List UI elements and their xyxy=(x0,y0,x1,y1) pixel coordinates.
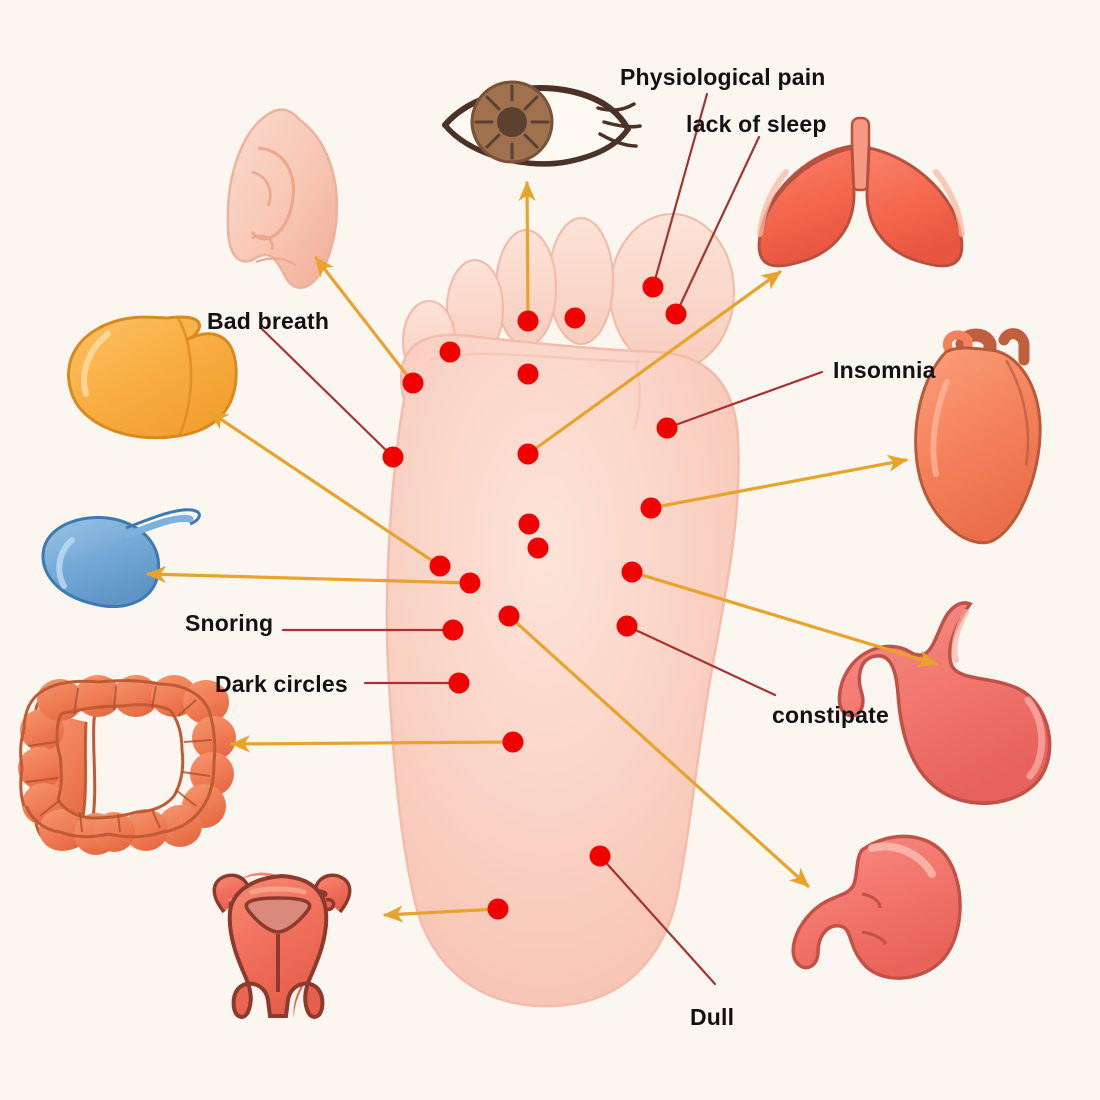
connector-c-ear xyxy=(314,256,415,385)
gallbladder-illustration xyxy=(41,508,201,608)
connector-l-insomnia xyxy=(665,370,824,430)
heart-illustration xyxy=(914,328,1042,545)
reflex-point-layer xyxy=(382,276,687,920)
label-bad-breath: Bad breath xyxy=(207,308,330,334)
connector-layer xyxy=(146,92,938,986)
label-lack-of-sleep: lack of sleep xyxy=(686,111,827,137)
label-insomnia: Insomnia xyxy=(833,357,936,383)
reflex-point[interactable] xyxy=(640,497,662,519)
uterus-illustration xyxy=(212,872,352,1019)
reflex-point[interactable] xyxy=(665,303,687,325)
foot-sole xyxy=(385,333,740,1008)
label-constipate: constipate xyxy=(772,702,890,728)
connector-l-physiological xyxy=(651,92,709,289)
connector-c-heart xyxy=(649,454,908,510)
label-snoring: Snoring xyxy=(185,610,274,636)
reflex-point[interactable] xyxy=(642,276,664,298)
ear-illustration xyxy=(226,108,339,289)
reflex-point[interactable] xyxy=(564,307,586,329)
connector-l-constipate xyxy=(625,624,777,697)
reflex-point[interactable] xyxy=(442,619,464,641)
reflex-point[interactable] xyxy=(656,417,678,439)
reflex-point[interactable] xyxy=(517,443,539,465)
stomach-illustration xyxy=(837,601,1052,805)
connector-c-liver xyxy=(208,410,442,568)
kidney-illustration xyxy=(791,834,962,980)
reflex-point[interactable] xyxy=(382,446,404,468)
reflex-point[interactable] xyxy=(498,605,520,627)
reflex-point[interactable] xyxy=(429,555,451,577)
label-dull: Dull xyxy=(690,1004,735,1030)
reflex-point[interactable] xyxy=(616,615,638,637)
connector-c-gallbladder xyxy=(146,565,472,585)
connector-c-uterus xyxy=(383,905,500,923)
connector-c-large-intestine xyxy=(230,735,515,753)
connector-l-dull xyxy=(598,854,717,986)
reflex-point[interactable] xyxy=(402,372,424,394)
eye-illustration xyxy=(442,80,642,167)
reflex-point[interactable] xyxy=(518,513,540,535)
liver-illustration xyxy=(67,315,238,440)
connector-l-bad-breath xyxy=(260,327,395,459)
reflex-point[interactable] xyxy=(517,363,539,385)
connector-l-lack-of-sleep xyxy=(674,135,761,316)
reflex-point[interactable] xyxy=(621,561,643,583)
connector-c-eye xyxy=(518,181,536,323)
connector-c-kidney xyxy=(507,614,810,888)
connector-c-stomach xyxy=(630,570,938,668)
lungs-illustration xyxy=(757,116,965,268)
reflex-point[interactable] xyxy=(487,898,509,920)
label-physiological-pain: Physiological pain xyxy=(620,64,826,90)
reflex-point[interactable] xyxy=(527,537,549,559)
reflex-point[interactable] xyxy=(448,672,470,694)
foot-illustration xyxy=(385,213,740,1008)
reflex-point[interactable] xyxy=(459,572,481,594)
reflex-point[interactable] xyxy=(517,310,539,332)
label-dark-circles: Dark circles xyxy=(215,671,348,697)
reflex-point[interactable] xyxy=(589,845,611,867)
reflex-point[interactable] xyxy=(502,731,524,753)
connector-c-lungs xyxy=(526,270,782,456)
reflex-point[interactable] xyxy=(439,341,461,363)
large-intestine-illustration xyxy=(18,675,236,855)
